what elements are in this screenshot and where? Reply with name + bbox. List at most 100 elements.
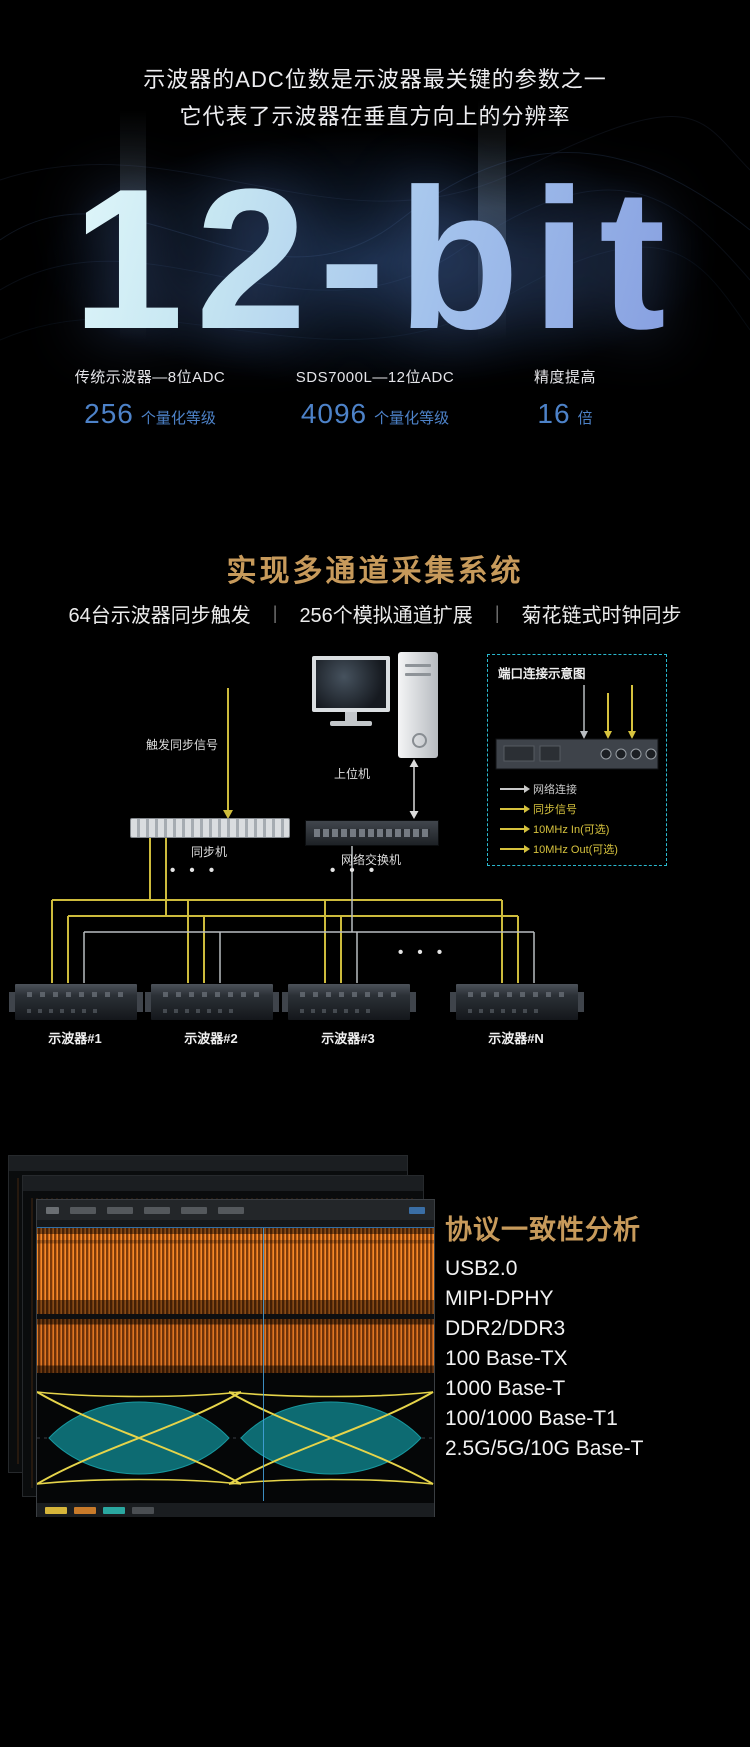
ellipsis-switch: • • • <box>330 862 380 879</box>
legend-label: 10MHz Out(可选) <box>533 844 618 856</box>
sync-line-icon <box>500 805 530 813</box>
stat-unit: 个量化等级 <box>140 410 216 427</box>
network-switch-label: 网络交换机 <box>340 853 401 867</box>
ellipsis-sync: • • • <box>170 862 220 879</box>
feature-separator: | <box>494 603 500 623</box>
stat-value: 4096 个量化等级 <box>260 398 490 430</box>
scope-label-1: 示波器#1 <box>48 1031 102 1046</box>
status-chip <box>74 1506 96 1514</box>
tower-slot <box>405 664 431 667</box>
waveform-gap <box>37 1314 434 1319</box>
legend-network: 网络连接 <box>500 781 577 797</box>
trigger-signal-label: 触发同步信号 <box>145 738 218 752</box>
feature-list: 64台示波器同步触发 | 256个模拟通道扩展 | 菊花链式时钟同步 <box>0 599 750 628</box>
stat-label: 传统示波器—8位ADC <box>74 369 226 386</box>
legend-label: 同步信号 <box>533 804 577 816</box>
status-chip <box>103 1506 125 1514</box>
scope-front-panel <box>163 992 261 997</box>
section-title-protocol: 协议一致性分析 <box>445 1215 641 1245</box>
section-title-multichannel: 实现多通道采集系统 <box>226 555 524 588</box>
port-connection-box: 端口连接示意图 网络连接 同 <box>487 654 667 866</box>
scope-ui-statusbar <box>37 1503 434 1517</box>
status-chip <box>132 1506 154 1514</box>
scope-label-n: 示波器#N <box>488 1031 544 1046</box>
eye-diagram-panel <box>36 1373 434 1503</box>
scope-front-panel <box>163 1009 233 1013</box>
scope-front-panel <box>27 1009 97 1013</box>
oscilloscope-unit-2 <box>145 983 279 1021</box>
diagram-connection-lines <box>51 688 535 984</box>
eye-diagram-graphic <box>36 1391 434 1485</box>
stat-value: 16 倍 <box>490 398 640 430</box>
hero-wave-background <box>0 100 750 390</box>
stat-number: 16 <box>537 398 571 429</box>
screenshot-menubar <box>9 1156 407 1171</box>
scope-front-panel <box>468 992 566 997</box>
menu-placeholder <box>107 1206 133 1214</box>
stat-traditional-adc: 传统示波器—8位ADC 256 个量化等级 <box>40 366 260 430</box>
hero-subtitle-line1: 示波器的ADC位数是示波器最关键的参数之一 <box>143 67 607 92</box>
legend-label: 网络连接 <box>533 784 577 796</box>
ellipsis-scopes: • • • <box>398 944 448 961</box>
feature-item-channel-expand: 256个模拟通道扩展 <box>299 605 473 627</box>
stat-label: SDS7000L—12位ADC <box>295 369 455 386</box>
menu-placeholder <box>409 1206 425 1214</box>
sync-machine-label: 同步机 <box>190 845 227 859</box>
screenshot-menubar <box>23 1176 423 1191</box>
oscilloscope-unit-1 <box>9 983 143 1021</box>
status-chip <box>45 1506 67 1514</box>
scope-ui-timeline <box>37 1220 434 1228</box>
scope-front-panel <box>27 992 125 997</box>
protocol-item-baset1: 100/1000 Base-T1 <box>445 1407 618 1430</box>
oscilloscope-unit-3 <box>282 983 416 1021</box>
scope-label-3: 示波器#3 <box>321 1031 375 1046</box>
stat-value: 256 个量化等级 <box>40 398 260 430</box>
host-pc-monitor <box>312 656 390 712</box>
stat-label: 精度提高 <box>533 369 596 386</box>
screenshot-main-layer <box>36 1199 435 1517</box>
legend-10mhz-out: 10MHz Out(可选) <box>500 841 618 857</box>
menu-placeholder <box>46 1206 59 1214</box>
protocol-item-100basetx: 100 Base-TX <box>445 1347 568 1370</box>
protocol-item-ddr: DDR2/DDR3 <box>445 1317 566 1340</box>
legend-label: 10MHz In(可选) <box>533 824 610 836</box>
hero-subtitle-line2: 它代表了示波器在垂直方向上的分辨率 <box>179 104 571 129</box>
protocol-item-usb: USB2.0 <box>445 1257 518 1280</box>
feature-item-daisy-chain: 菊花链式时钟同步 <box>521 605 682 627</box>
legend-10mhz-in: 10MHz In(可选) <box>500 821 609 837</box>
scope-front-panel <box>300 1009 370 1013</box>
stat-number: 256 <box>84 398 134 429</box>
protocol-list: USB2.0 MIPI-DPHY DDR2/DDR3 100 Base-TX 1… <box>445 1254 643 1464</box>
protocol-item-1000baset: 1000 Base-T <box>445 1377 566 1400</box>
network-line-icon <box>500 785 530 793</box>
network-switch-device <box>305 820 439 846</box>
scope-front-panel <box>468 1009 538 1013</box>
monitor-screen <box>316 660 386 708</box>
port-box-device-graphic <box>495 685 659 770</box>
clock-out-line-icon <box>500 845 530 853</box>
monitor-stand <box>345 712 357 721</box>
legend-sync-signal: 同步信号 <box>500 801 577 817</box>
menu-placeholder <box>70 1206 96 1214</box>
stat-unit: 倍 <box>577 410 593 427</box>
scope-front-panel <box>300 992 398 997</box>
feature-separator: | <box>272 603 278 623</box>
cursor-line <box>263 1228 264 1501</box>
topology-diagram: 上位机 触发同步信号 同步机 网络交换机 端口连接示意图 <box>0 648 750 1048</box>
stat-precision-gain: 精度提高 16 倍 <box>490 366 640 430</box>
menu-placeholder <box>218 1206 244 1214</box>
port-box-title: 端口连接示意图 <box>498 667 586 681</box>
monitor-base <box>330 721 372 726</box>
sync-machine-device <box>130 818 290 838</box>
oscilloscope-screenshot-stack <box>8 1155 438 1520</box>
clock-in-line-icon <box>500 825 530 833</box>
switch-ports <box>314 829 430 837</box>
protocol-item-multigig: 2.5G/5G/10G Base-T <box>445 1437 644 1460</box>
menu-placeholder <box>144 1206 170 1214</box>
scope-ui-menubar <box>37 1200 434 1220</box>
scope-label-2: 示波器#2 <box>184 1031 238 1046</box>
protocol-item-mipi: MIPI-DPHY <box>445 1287 554 1310</box>
oscilloscope-unit-n <box>450 983 584 1021</box>
orange-waveform-channel-2 <box>37 1319 434 1373</box>
